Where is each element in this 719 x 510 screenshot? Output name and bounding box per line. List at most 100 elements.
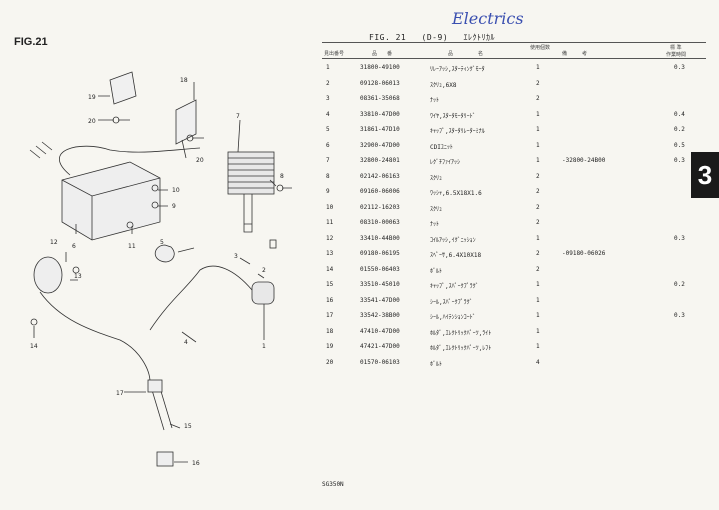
callout-16: 16: [192, 460, 200, 467]
row-description: ｺｲﾙｱｯｼ,ｲｸﾞﾆｯｼｮﾝ: [430, 236, 476, 244]
row-part-number: 33410-44B00: [360, 234, 400, 242]
row-time: 0.4: [674, 110, 685, 118]
callout-2: 2: [262, 267, 266, 274]
row-description: ｷｬｯﾌﾟ,ｽﾀｰﾀﾘﾚｰﾀｰﾐﾅﾙ: [430, 128, 485, 135]
row-description: ｽｸﾘｭ: [430, 205, 443, 213]
row-description: CDIﾕﾆｯﾄ: [430, 143, 453, 151]
row-quantity: 1: [536, 312, 540, 319]
row-no: 16: [326, 296, 334, 304]
row-part-number: 02112-16203: [360, 203, 400, 211]
row-part-number: 33542-38B00: [360, 312, 400, 319]
row-time: 0.3: [674, 234, 685, 242]
callout-9: 9: [172, 203, 176, 210]
row-no: 1: [326, 64, 330, 71]
ignition-coil-part: [33, 256, 151, 383]
col-qty: 使用個数: [530, 45, 551, 51]
callout-12: 12: [50, 239, 58, 246]
figure-name: ｴﾚｸﾄﾘｶﾙ: [463, 33, 495, 42]
col-no: 見出番号: [324, 51, 345, 57]
row-quantity: 1: [536, 64, 540, 71]
row-quantity: 1: [536, 281, 540, 288]
row-quantity: 1: [536, 327, 540, 335]
row-description: ﾅｯﾄ: [430, 221, 440, 228]
row-description: ﾎﾙﾀﾞ,ｴﾚｸﾄﾘｯｸﾊﾟｰﾂ,ﾗｲﾄ: [430, 329, 492, 337]
callout-19: 19: [88, 94, 96, 101]
figure-header: FIG. 21 (D-9) ｴﾚｸﾄﾘｶﾙ: [369, 32, 505, 43]
row-quantity: 2: [536, 203, 540, 211]
callout-17: 17: [116, 390, 124, 397]
row-quantity: 2: [536, 95, 540, 102]
row-no: 13: [326, 250, 334, 257]
section-tab: 3: [691, 152, 719, 198]
row-part-number: 47410-47D00: [360, 327, 400, 335]
row-no: 11: [326, 219, 334, 226]
row-quantity: 2: [536, 265, 540, 273]
row-no: 19: [326, 343, 334, 350]
row-quantity: 2: [536, 219, 540, 226]
row-part-number: 31800-49100: [360, 64, 400, 71]
row-part-number: 09128-06013: [360, 79, 400, 87]
row-remarks: -09180-06026: [562, 250, 606, 257]
row-time: 0.3: [674, 157, 685, 164]
callout-20a: 20: [88, 118, 96, 125]
row-no: 6: [326, 141, 330, 149]
row-time: 0.3: [674, 312, 685, 319]
row-description: ｽｸﾘｭ,6X8: [430, 81, 457, 89]
exploded-parts-diagram: 19 18 20 7 20 8 10 9 11 6 5 4 12 13 14 1…: [29, 71, 292, 467]
row-quantity: 1: [536, 110, 540, 118]
figure-code: (D-9): [421, 33, 449, 42]
callout-7: 7: [236, 113, 240, 120]
figure-label: FIG.21: [14, 36, 48, 48]
row-time: 0.2: [674, 126, 685, 133]
callout-14: 14: [30, 343, 38, 350]
row-part-number: 47421-47D00: [360, 343, 400, 350]
handwritten-title: Electrics: [452, 9, 524, 28]
row-description: ｼｰﾙ,ﾊｲﾃﾝｼｮﾝｺｰﾄﾞ: [430, 314, 476, 321]
row-part-number: 01550-06403: [360, 265, 400, 273]
row-quantity: 2: [536, 188, 540, 195]
row-quantity: 4: [536, 358, 540, 366]
row-description: ﾜｲﾔ,ｽﾀｰﾀﾓｰﾀﾘｰﾄﾞ: [430, 112, 476, 120]
row-no: 7: [326, 157, 330, 164]
callout-15: 15: [184, 423, 192, 430]
starter-relay-part: [251, 281, 275, 305]
row-description: ﾎﾞﾙﾄ: [430, 267, 443, 275]
row-part-number: 01570-06103: [360, 358, 400, 366]
row-quantity: 2: [536, 172, 540, 180]
row-quantity: 2: [536, 250, 540, 257]
col-remarks: 備 考: [562, 51, 588, 57]
row-quantity: 1: [536, 126, 540, 133]
callout-6: 6: [72, 243, 76, 250]
col-time-2: 作業時間: [666, 52, 687, 58]
row-part-number: 02142-06163: [360, 172, 400, 180]
row-part-number: 09180-06195: [360, 250, 400, 257]
row-quantity: 1: [536, 141, 540, 149]
row-description: ﾜｯｼｬ,6.5X18X1.6: [430, 190, 482, 197]
row-time: 0.2: [674, 281, 685, 288]
model-footer: SG350N: [322, 481, 344, 488]
regulator-part: [227, 151, 275, 233]
callout-4: 4: [184, 339, 188, 346]
row-quantity: 1: [536, 234, 540, 242]
row-remarks: -32800-24B00: [562, 157, 606, 164]
row-no: 9: [326, 188, 330, 195]
row-part-number: 33510-45010: [360, 281, 400, 288]
row-time: 0.3: [674, 64, 685, 71]
col-time-1: 標 準: [670, 45, 682, 51]
